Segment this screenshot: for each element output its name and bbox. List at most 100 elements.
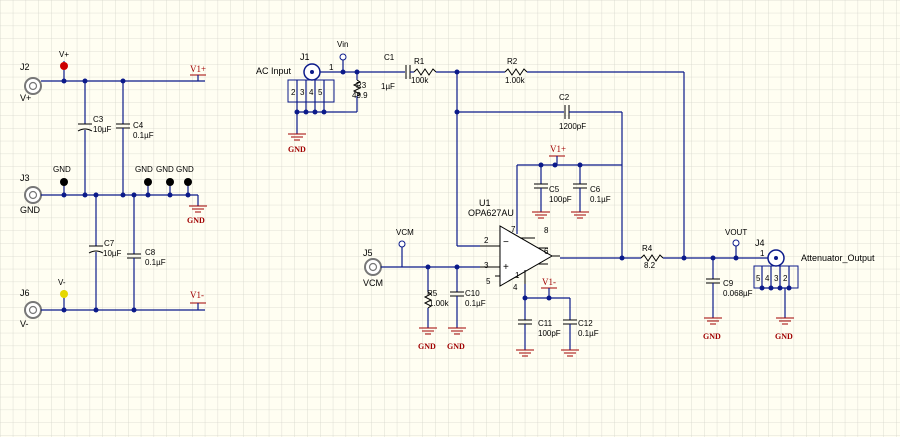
j6-net-label: V- bbox=[20, 319, 29, 329]
c2-value: 1200pF bbox=[559, 122, 586, 131]
j2-ref: J2 bbox=[20, 62, 30, 72]
j1-pin1: 1 bbox=[329, 63, 334, 72]
vin-net-label: Vin bbox=[337, 40, 348, 49]
gnd-testpoint-3[interactable] bbox=[166, 178, 174, 186]
vout-testpoint[interactable] bbox=[732, 239, 740, 247]
v1minus-label-opamp: V1- bbox=[542, 277, 556, 287]
j4-pin4: 4 bbox=[765, 274, 770, 283]
c4-value: 0.1µF bbox=[133, 131, 154, 140]
j6-ref: J6 bbox=[20, 288, 30, 298]
v1minus-label-left: V1- bbox=[190, 290, 204, 300]
c1-value: 1µF bbox=[381, 82, 395, 91]
vminus-testpoint[interactable] bbox=[60, 290, 68, 298]
vplus-net-label: V+ bbox=[59, 50, 69, 59]
svg-text:4: 4 bbox=[513, 283, 518, 292]
svg-text:−: − bbox=[503, 237, 509, 248]
svg-text:GND: GND bbox=[418, 342, 436, 351]
r5-ref: R5 bbox=[427, 289, 438, 298]
j3-net-label: GND bbox=[20, 205, 41, 215]
j4-net-label: Attenuator_Output bbox=[801, 253, 875, 263]
r3-value: 49.9 bbox=[352, 91, 368, 100]
svg-text:5: 5 bbox=[486, 277, 491, 286]
svg-text:2: 2 bbox=[484, 236, 489, 245]
svg-text:7: 7 bbox=[511, 225, 516, 234]
c10-value: 0.1µF bbox=[465, 299, 486, 308]
j1-pin4: 4 bbox=[309, 88, 314, 97]
v1plus-label-opamp: V1+ bbox=[550, 144, 566, 154]
c7-value: 10µF bbox=[103, 249, 122, 258]
c4-ref: C4 bbox=[133, 121, 144, 130]
gnd-testpoint-1[interactable] bbox=[60, 178, 68, 186]
c7-ref: C7 bbox=[104, 239, 115, 248]
v1plus-label-left: V1+ bbox=[190, 64, 206, 74]
j1-ref: J1 bbox=[300, 52, 310, 62]
opamp-u1[interactable]: U1 OPA627AU 2 3 5 7 8 6 1 4 − + bbox=[468, 198, 560, 292]
c9-ref: C9 bbox=[723, 279, 734, 288]
r4-value: 8.2 bbox=[644, 261, 656, 270]
r4-ref: R4 bbox=[642, 244, 653, 253]
c3-ref: C3 bbox=[93, 115, 104, 124]
j4-pin1: 1 bbox=[760, 249, 765, 258]
gnd-net-label-c: GND bbox=[176, 165, 194, 174]
vcm-net-label: VCM bbox=[396, 228, 414, 237]
svg-text:GND: GND bbox=[447, 342, 465, 351]
c9-value: 0.068µF bbox=[723, 289, 753, 298]
j4-pin2: 2 bbox=[783, 274, 788, 283]
gnd-testpoint-4[interactable] bbox=[184, 178, 192, 186]
gnd-net-label-j3: GND bbox=[53, 165, 71, 174]
gnd-symbol-left: GND bbox=[187, 195, 207, 225]
input-section: J1 AC Input 1 2 3 4 5 GND Vin bbox=[256, 40, 685, 258]
c6-ref: C6 bbox=[590, 185, 601, 194]
c12-ref: C12 bbox=[578, 319, 593, 328]
c8-ref: C8 bbox=[145, 248, 156, 257]
j4-pin3: 3 bbox=[774, 274, 779, 283]
power-section: J2 V+ V+ V1+ C3 10µF C4 0.1µF J3 GND bbox=[20, 50, 207, 329]
u1-ref: U1 bbox=[479, 198, 491, 208]
j1-net-label: AC Input bbox=[256, 66, 292, 76]
j2-net-label: V+ bbox=[20, 93, 31, 103]
gnd-symbol-j1: GND bbox=[288, 112, 306, 154]
svg-text:8: 8 bbox=[544, 226, 549, 235]
svg-text:1: 1 bbox=[515, 271, 520, 280]
svg-text:GND: GND bbox=[775, 332, 793, 341]
c6-value: 0.1µF bbox=[590, 195, 611, 204]
gnd-net-label-a: GND bbox=[135, 165, 153, 174]
c1-ref: C1 bbox=[384, 53, 395, 62]
j5-ref: J5 bbox=[363, 248, 373, 258]
j1-pin2: 2 bbox=[291, 88, 296, 97]
connector-j2[interactable]: J2 V+ bbox=[20, 62, 42, 103]
j3-ref: J3 bbox=[20, 173, 30, 183]
c11-ref: C11 bbox=[538, 319, 553, 328]
r2-ref: R2 bbox=[507, 57, 518, 66]
vcm-section: J5 VCM VCM R5 1.00k GND C10 0.1µF GND V1… bbox=[363, 228, 599, 357]
gnd-testpoint-2[interactable] bbox=[144, 178, 152, 186]
j4-ref: J4 bbox=[755, 238, 765, 248]
c2-ref: C2 bbox=[559, 93, 570, 102]
c8-value: 0.1µF bbox=[145, 258, 166, 267]
c12-value: 0.1µF bbox=[578, 329, 599, 338]
output-section: R4 8.2 VOUT C9 0.068µF GND J4 1 Attenuat… bbox=[560, 228, 875, 341]
c5-ref: C5 bbox=[549, 185, 560, 194]
j4-pin5: 5 bbox=[756, 274, 761, 283]
connector-j1[interactable]: J1 AC Input 1 2 3 4 5 bbox=[256, 52, 335, 112]
c3-value: 10µF bbox=[93, 125, 112, 134]
gnd-net-label-b: GND bbox=[156, 165, 174, 174]
connector-j6[interactable]: J6 V- bbox=[20, 288, 42, 329]
svg-text:+: + bbox=[503, 262, 509, 273]
vplus-testpoint[interactable] bbox=[60, 62, 68, 70]
svg-text:GND: GND bbox=[187, 216, 205, 225]
vminus-net-label: V- bbox=[58, 278, 66, 287]
c11-value: 100pF bbox=[538, 329, 561, 338]
j1-pin3: 3 bbox=[300, 88, 305, 97]
r2-value: 1.00k bbox=[505, 76, 526, 85]
vin-testpoint[interactable] bbox=[339, 53, 347, 61]
svg-text:3: 3 bbox=[484, 261, 489, 270]
j1-pin5: 5 bbox=[318, 88, 323, 97]
svg-text:6: 6 bbox=[544, 247, 549, 256]
r1-ref: R1 bbox=[414, 57, 425, 66]
vcm-testpoint[interactable] bbox=[398, 240, 406, 248]
r5-value: 1.00k bbox=[429, 299, 450, 308]
c5-value: 100pF bbox=[549, 195, 572, 204]
